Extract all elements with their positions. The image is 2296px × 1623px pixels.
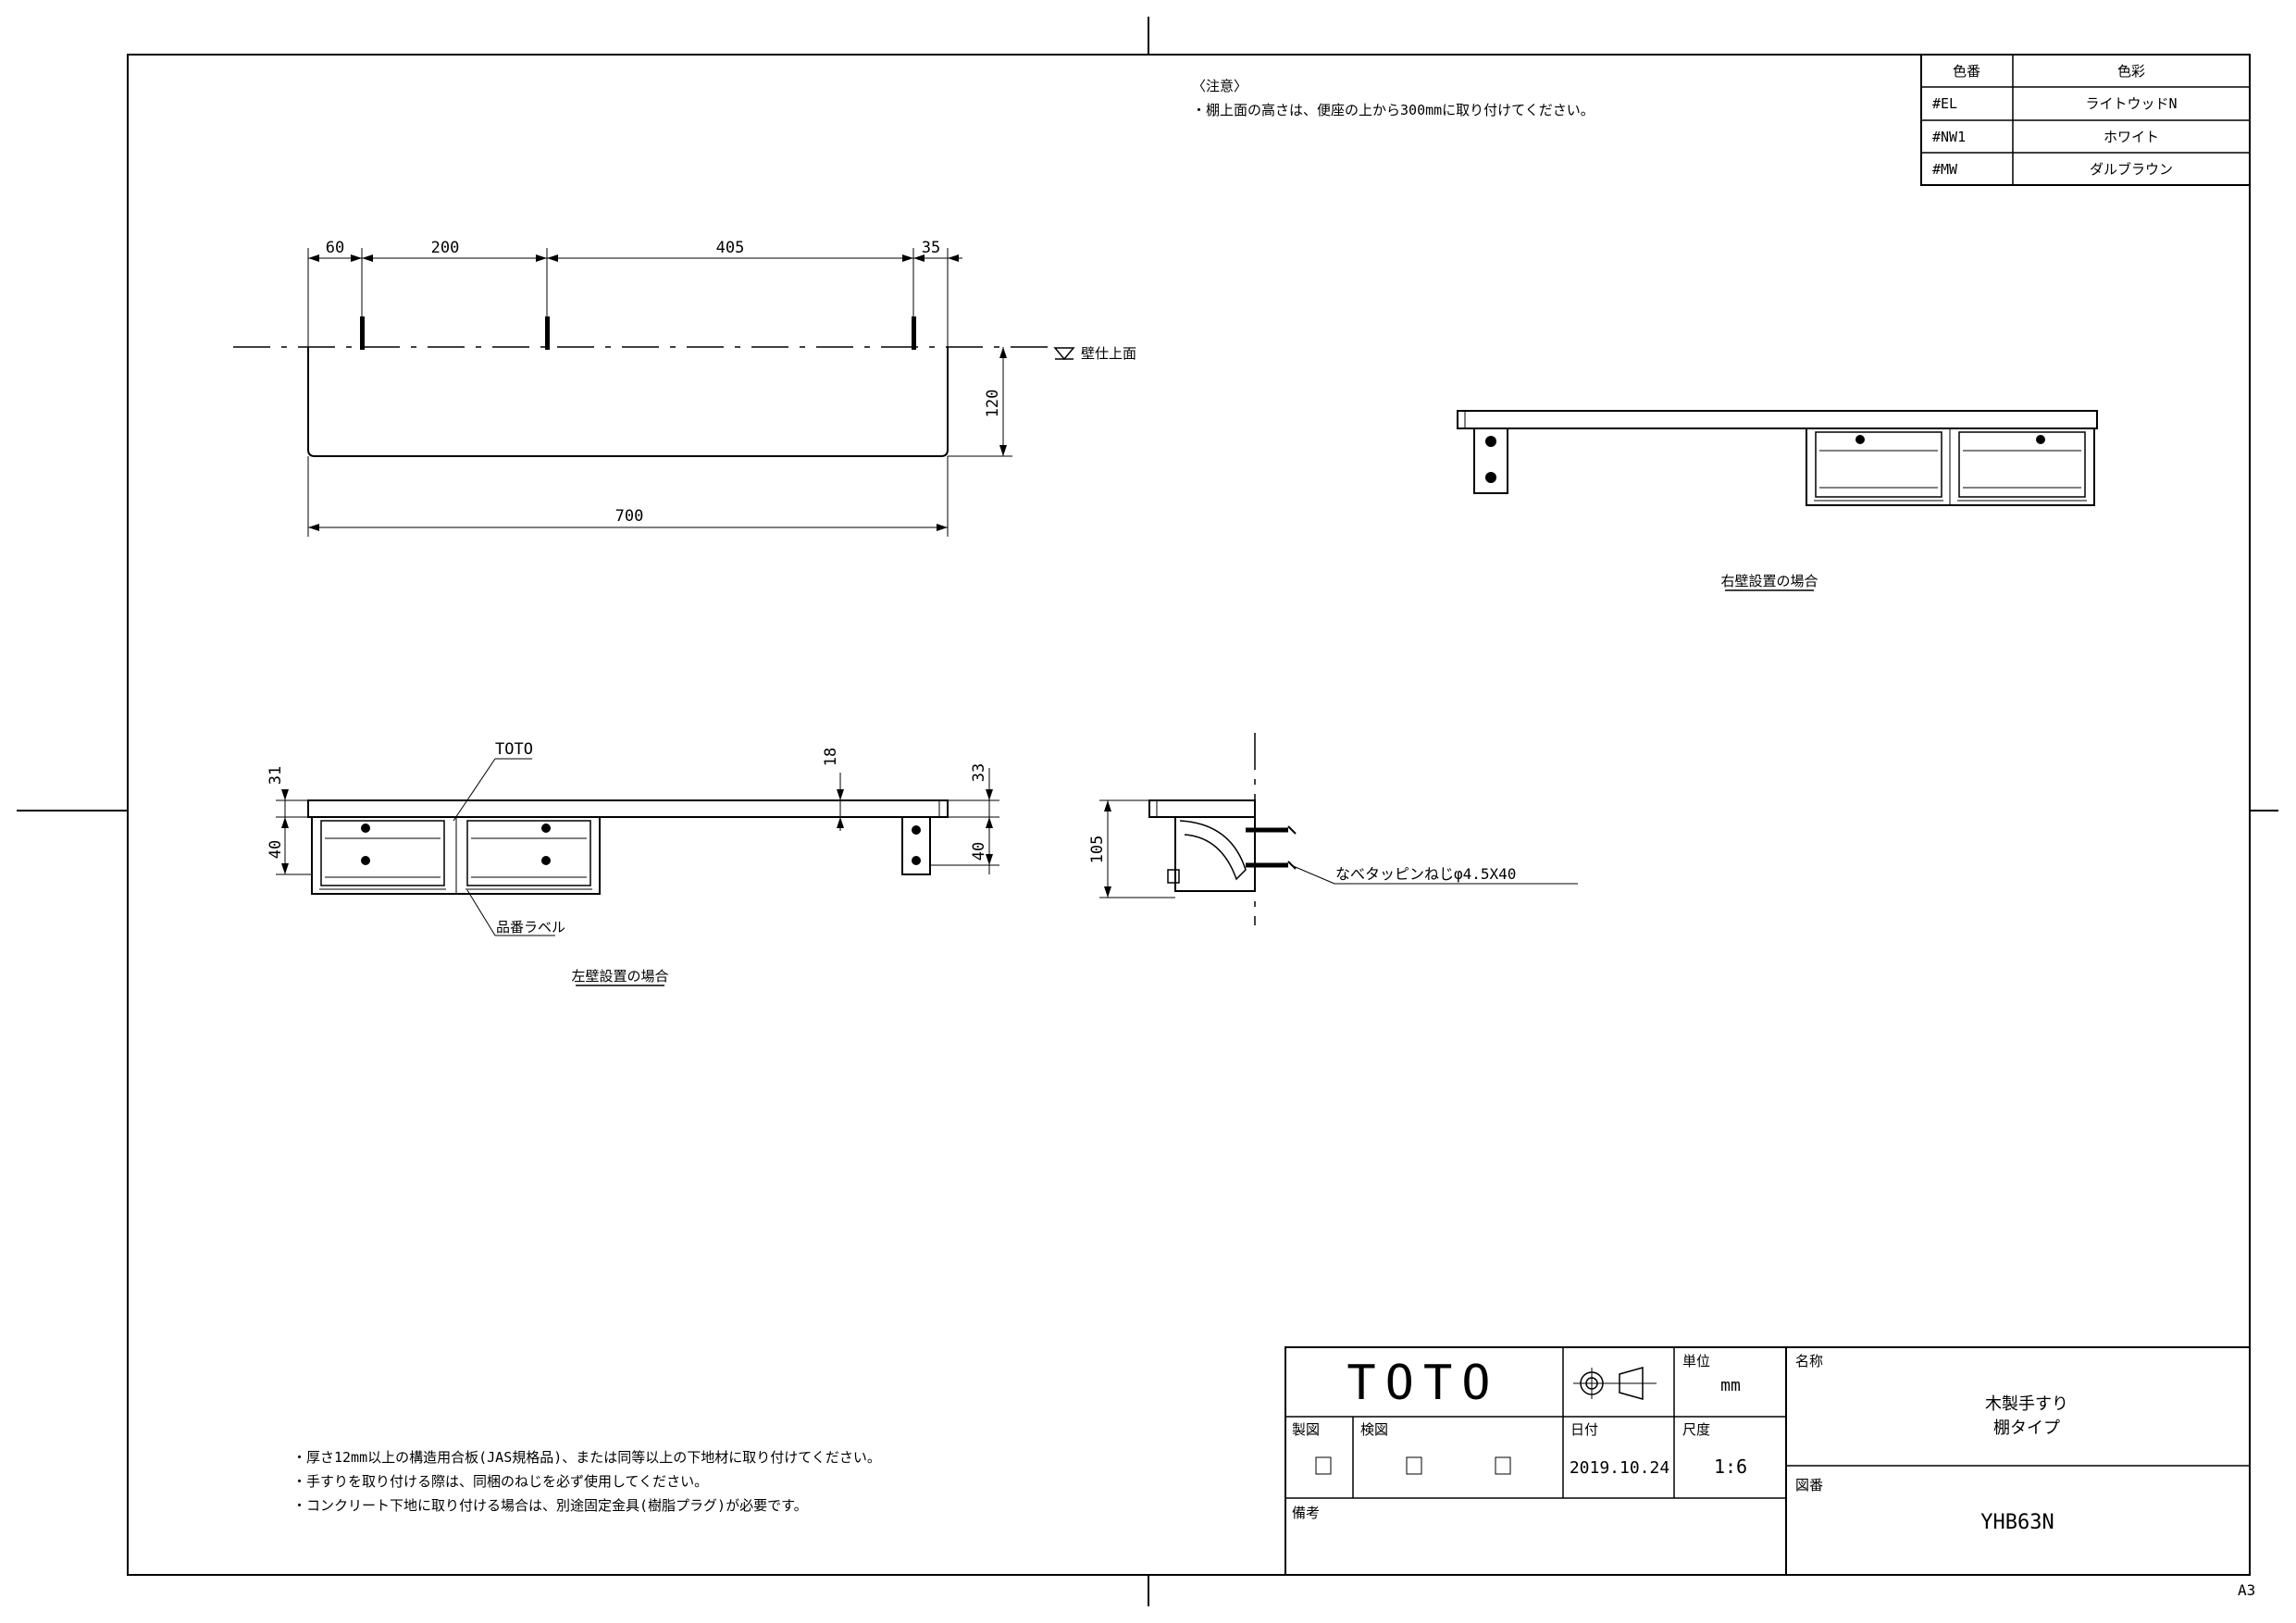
side-section-view: なべタッピンねじφ4.5X40 105 [1088, 733, 1578, 925]
dim-105: 105 [1088, 836, 1107, 864]
notes-line: ・棚上面の高さは、便座の上から300mmに取り付けてください。 [1192, 102, 1595, 118]
dim-31: 31 [267, 766, 285, 785]
unit-label: 単位 [1682, 1353, 1710, 1369]
color-name-nw1: ホワイト [2104, 129, 2159, 145]
unit-value: mm [1720, 1376, 1741, 1395]
front-view: 60 200 405 35 120 700 壁仕上面 [233, 239, 1136, 537]
dim-405: 405 [716, 239, 745, 257]
name-label: 名称 [1795, 1353, 1823, 1369]
dim-18: 18 [822, 748, 840, 766]
scale-label: 尺度 [1682, 1421, 1710, 1438]
dim-120: 120 [984, 390, 1002, 418]
sheet-frame [17, 17, 2278, 1606]
note-bottom-3: ・コンクリート下地に取り付ける場合は、別途固定金具(樹脂プラグ)が必要です。 [292, 1497, 808, 1514]
dim-700: 700 [615, 507, 644, 526]
notes-bottom: ・厚さ12mm以上の構造用合板(JAS規格品)、または同等以上の下地材に取り付け… [292, 1449, 881, 1514]
left-wall-view: TOTO 品番ラベル 左壁設置の場合 31 40 18 33 40 [267, 740, 999, 986]
drawing-no-label: 図番 [1795, 1477, 1823, 1493]
name-line2: 棚タイプ [1993, 1419, 2060, 1438]
dim-200: 200 [431, 239, 460, 257]
dim-35: 35 [922, 239, 940, 257]
third-angle-projection-icon [1573, 1367, 1657, 1400]
sheet-size-label: A3 [2238, 1581, 2255, 1599]
wall-finish-label: 壁仕上面 [1081, 345, 1136, 362]
drawing-no-value: YHB63N [1980, 1511, 2054, 1534]
toto-logo: TOTO [1347, 1356, 1499, 1411]
color-name-mw: ダルブラウン [2090, 161, 2173, 178]
color-code-mw: #MW [1932, 161, 1958, 178]
dim-40-left: 40 [267, 840, 285, 859]
product-label-tag: 品番ラベル [496, 919, 565, 935]
title-block: TOTO 単位 mm 名称 木製手すり 棚タイプ 製図 検図 日付 2019.1… [1285, 1346, 2251, 1576]
right-wall-view: 右壁設置の場合 [1457, 410, 2098, 591]
right-wall-caption: 右壁設置の場合 [1720, 573, 1818, 589]
note-bottom-1: ・厚さ12mm以上の構造用合板(JAS規格品)、または同等以上の下地材に取り付け… [292, 1449, 881, 1466]
notes-top: 〈注意〉 ・棚上面の高さは、便座の上から300mmに取り付けてください。 [1192, 78, 1595, 118]
approval-stamp-marks [1315, 1456, 1511, 1475]
checked-label: 検図 [1360, 1421, 1388, 1438]
color-name-el: ライトウッドN [2085, 95, 2177, 112]
color-code-el: #EL [1932, 95, 1957, 112]
dim-60: 60 [326, 239, 344, 257]
note-bottom-2: ・手すりを取り付ける際は、同梱のねじを必ず使用してください。 [292, 1473, 708, 1490]
date-label: 日付 [1570, 1421, 1598, 1438]
color-code-nw1: #NW1 [1932, 129, 1966, 145]
color-table-header-name: 色彩 [2117, 63, 2145, 80]
screw-label: なべタッピンねじφ4.5X40 [1335, 865, 1516, 883]
dim-33: 33 [970, 763, 988, 782]
left-wall-caption: 左壁設置の場合 [571, 968, 668, 985]
date-value: 2019.10.24 [1570, 1458, 1669, 1478]
color-table: 色番 色彩 #EL ライトウッドN #NW1 ホワイト #MW ダルブラウン [1920, 54, 2251, 186]
dim-40-right: 40 [970, 842, 988, 861]
toto-brand-label: TOTO [495, 740, 533, 759]
scale-value: 1:6 [1714, 1456, 1747, 1478]
remarks-label: 備考 [1292, 1505, 1320, 1521]
notes-heading: 〈注意〉 [1192, 78, 1247, 94]
drawn-label: 製図 [1292, 1421, 1320, 1438]
name-line1: 木製手すり [1985, 1394, 2068, 1414]
color-table-header-code: 色番 [1953, 63, 1980, 80]
